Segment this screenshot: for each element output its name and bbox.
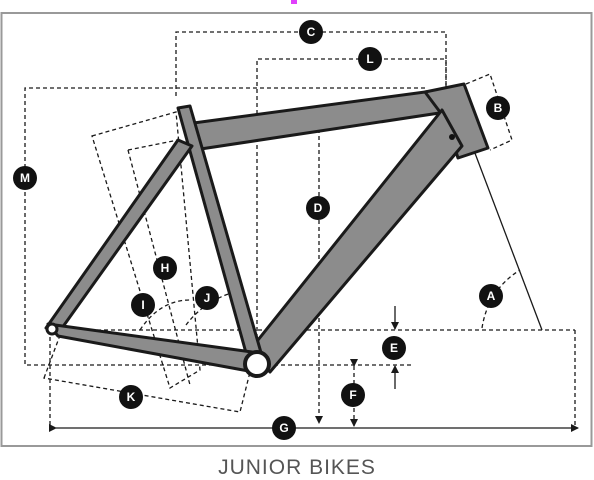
label-l: L <box>366 52 373 66</box>
label-d: D <box>314 201 323 215</box>
label-f-badge: F <box>341 383 365 407</box>
label-h: H <box>161 261 170 275</box>
label-l-badge: L <box>358 47 382 71</box>
label-g-badge: G <box>272 416 296 440</box>
label-k-badge: K <box>119 385 143 409</box>
measure-l-line <box>256 58 447 352</box>
label-c: C <box>307 25 316 39</box>
seat-stay <box>44 138 194 330</box>
head-tube-bolt <box>449 134 455 140</box>
measure-m-line <box>24 87 425 366</box>
bike-frame <box>44 82 490 378</box>
label-b-badge: B <box>486 96 510 120</box>
down-tube <box>248 108 464 374</box>
rear-dropout <box>45 322 59 336</box>
measurement-lines <box>24 31 579 432</box>
label-h-badge: H <box>153 256 177 280</box>
accent-mark <box>291 0 297 4</box>
label-a-badge: A <box>479 284 503 308</box>
caption: JUNIOR BIKES <box>218 456 376 479</box>
label-a: A <box>487 289 496 303</box>
measure-k-box <box>43 329 251 413</box>
label-m-badge: M <box>13 166 37 190</box>
label-g: G <box>279 421 288 435</box>
label-e: E <box>390 341 398 355</box>
label-c-badge: C <box>299 20 323 44</box>
label-d-badge: D <box>306 196 330 220</box>
label-f: F <box>349 388 356 402</box>
label-e-badge: E <box>382 336 406 360</box>
label-m: M <box>20 171 30 185</box>
measure-h-top <box>127 139 179 151</box>
measure-b-line <box>465 73 513 151</box>
diagram-border <box>0 12 593 447</box>
bottom-bracket <box>243 350 271 378</box>
label-i-badge: I <box>131 293 155 317</box>
label-k: K <box>127 390 136 404</box>
label-j-badge: J <box>195 286 219 310</box>
label-b: B <box>494 101 503 115</box>
label-j: J <box>204 291 211 305</box>
top-tube <box>184 88 448 152</box>
measure-a-axis <box>469 139 543 331</box>
label-i: I <box>141 298 144 312</box>
